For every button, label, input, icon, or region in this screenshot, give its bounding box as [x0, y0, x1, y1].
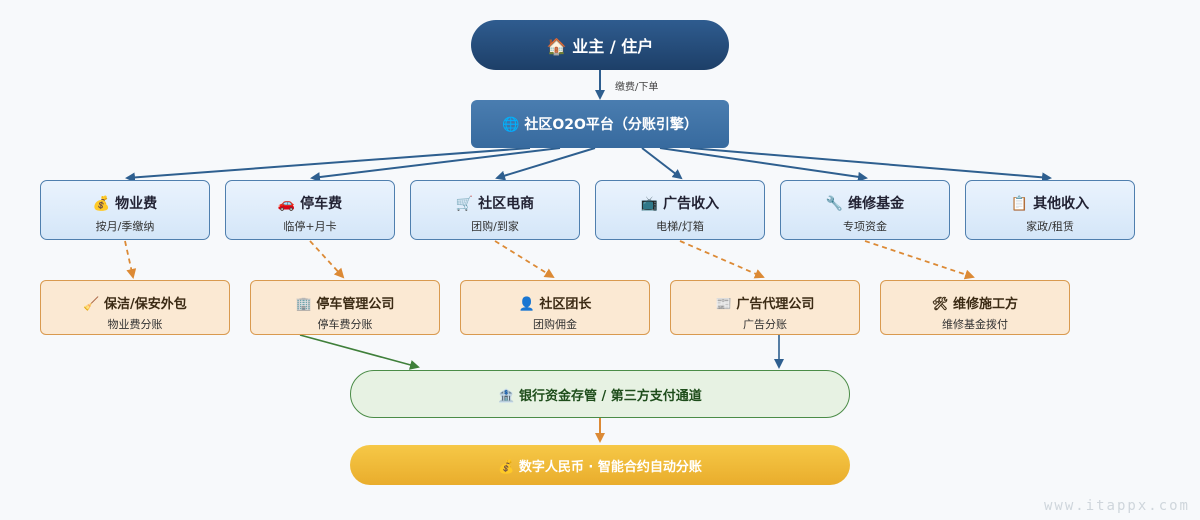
- income-title: 维修基金: [848, 196, 905, 212]
- digital-rmb-node: 💰 数字人民币 · 智能合约自动分账: [350, 445, 850, 485]
- partner-node-cleaning-security: 🧹 保洁/保安外包 物业费分账: [40, 280, 230, 335]
- edge-platform-income-1: [125, 147, 531, 183]
- income-node-maintenance-fund: 🔧 维修基金 专项资金: [780, 180, 950, 240]
- income-node-parking-fee: 🚗 停车费 临停+月卡: [225, 180, 395, 240]
- platform-node: 🌐 社区O2O平台（分账引擎）: [471, 100, 729, 148]
- partner-title: 广告代理公司: [736, 297, 815, 312]
- car-icon: 🚗: [277, 196, 296, 212]
- income-node-property-fee: 💰 物业费 按月/季缴纳: [40, 180, 210, 240]
- edge-platform-income-3: [495, 147, 596, 181]
- owner-node: 🏠 业主 / 住户: [471, 20, 729, 70]
- partner-node-group-leader: 👤 社区团长 团购佣金: [460, 280, 650, 335]
- income-title: 广告收入: [663, 196, 720, 212]
- bank-label: 银行资金存管 / 第三方支付通道: [518, 388, 702, 404]
- income-node-advertising: 📺 广告收入 电梯/灯箱: [595, 180, 765, 240]
- partner-subtitle: 维修基金拨付: [942, 318, 1008, 331]
- edge-income-partner-2: [309, 240, 345, 279]
- office-building-icon: 🏢: [295, 297, 312, 312]
- person-icon: 👤: [518, 297, 535, 312]
- watermark: www.itappx.com: [1043, 498, 1190, 514]
- income-subtitle: 按月/季缴纳: [95, 220, 155, 233]
- money-bag-icon: 💰: [92, 196, 111, 212]
- income-node-ecommerce: 🛒 社区电商 团购/到家: [410, 180, 580, 240]
- edge-partner-bank-green: [299, 334, 420, 370]
- clipboard-icon: 📋: [1010, 196, 1029, 212]
- money-bag-icon: 💰: [498, 459, 515, 475]
- edge-income-partner-1: [124, 240, 137, 279]
- income-title: 停车费: [300, 196, 343, 212]
- income-title: 其他收入: [1033, 196, 1090, 212]
- edge-income-partner-5: [864, 240, 975, 280]
- platform-label: 社区O2O平台（分账引擎）: [524, 117, 698, 133]
- partner-title: 社区团长: [539, 297, 592, 312]
- income-subtitle: 临停+月卡: [283, 220, 337, 233]
- income-node-other: 📋 其他收入 家政/租赁: [965, 180, 1135, 240]
- partner-subtitle: 物业费分账: [107, 318, 163, 331]
- cart-icon: 🛒: [455, 196, 474, 212]
- broom-icon: 🧹: [83, 297, 100, 312]
- partner-title: 维修施工方: [953, 297, 1019, 312]
- partner-title: 保洁/保安外包: [103, 297, 187, 312]
- partner-node-ad-agency: 📰 广告代理公司 广告分账: [670, 280, 860, 335]
- wrench-icon: 🔧: [825, 196, 844, 212]
- partner-subtitle: 停车费分账: [317, 318, 373, 331]
- bank-custody-node: 🏦 银行资金存管 / 第三方支付通道: [350, 370, 850, 418]
- partner-node-parking-company: 🏢 停车管理公司 停车费分账: [250, 280, 440, 335]
- globe-icon: 🌐: [502, 117, 520, 133]
- income-subtitle: 团购/到家: [471, 220, 519, 233]
- tools-icon: 🛠: [931, 297, 949, 312]
- income-subtitle: 专项资金: [843, 220, 887, 233]
- owner-label: 业主 / 住户: [572, 37, 654, 56]
- partner-subtitle: 团购佣金: [533, 318, 577, 331]
- edge-platform-income-4: [641, 147, 683, 180]
- partner-node-contractor: 🛠 维修施工方 维修基金拨付: [880, 280, 1070, 335]
- tv-icon: 📺: [640, 196, 659, 212]
- edge-income-partner-3: [494, 240, 555, 279]
- owner-icon: 🏠: [546, 37, 567, 56]
- partner-title: 停车管理公司: [316, 297, 395, 312]
- newspaper-icon: 📰: [715, 297, 732, 312]
- edge-platform-income-6: [689, 147, 1052, 183]
- edge-platform-income-2: [310, 147, 561, 183]
- partner-subtitle: 广告分账: [743, 318, 787, 331]
- digital-label: 数字人民币 · 智能合约自动分账: [518, 459, 702, 475]
- edge-platform-income-5: [659, 147, 868, 182]
- income-subtitle: 家政/租赁: [1026, 220, 1074, 233]
- income-title: 物业费: [115, 196, 158, 212]
- edge-income-partner-4: [679, 240, 765, 279]
- pay-edge-label: 缴费/下单: [615, 82, 659, 93]
- bank-icon: 🏦: [498, 388, 515, 404]
- income-subtitle: 电梯/灯箱: [656, 220, 704, 233]
- income-title: 社区电商: [478, 196, 535, 212]
